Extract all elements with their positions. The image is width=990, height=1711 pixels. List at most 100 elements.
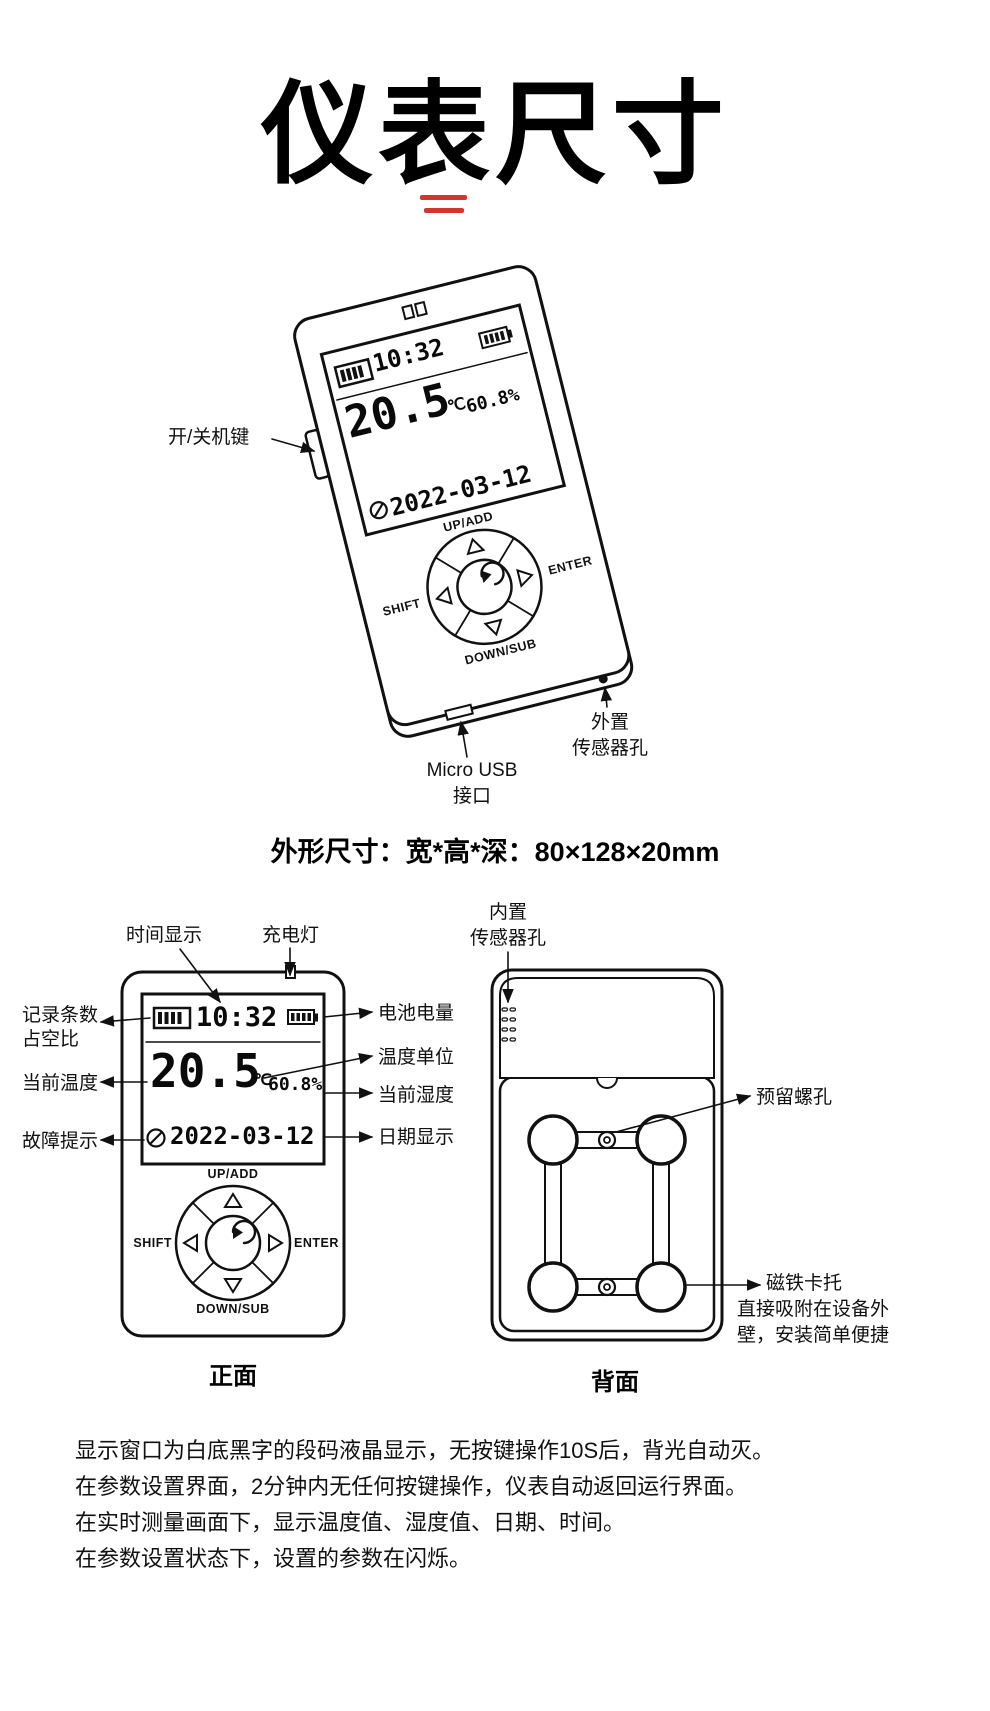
key-enter-label: ENTER bbox=[294, 1236, 339, 1250]
left-triangle-icon bbox=[182, 1233, 198, 1253]
key-up-label: UP/ADD bbox=[207, 1167, 259, 1181]
rotate-arrow-icon bbox=[231, 1219, 257, 1245]
arrow-power bbox=[271, 438, 316, 453]
nav-pad-center bbox=[456, 558, 513, 616]
lcd-humidity: 60.8% bbox=[463, 384, 522, 418]
magnet-note-line1: 直接吸附在设备外 bbox=[737, 1299, 890, 1320]
arrow-screw-holes bbox=[615, 1093, 752, 1133]
int-sensor-label-line1: 内置 bbox=[488, 902, 527, 923]
fault-label: 故障提示 bbox=[22, 1131, 99, 1152]
key-shift-label: SHIFT bbox=[133, 1236, 172, 1250]
arrow-record-count bbox=[99, 1015, 151, 1027]
top-window-icon bbox=[413, 300, 428, 318]
magnet-note-line2: 壁，安装简单便捷 bbox=[737, 1325, 890, 1346]
int-sensor-label-line2: 传感器孔 bbox=[469, 928, 546, 949]
magnet-label: 磁铁卡托 bbox=[766, 1273, 843, 1294]
title-accent-bar bbox=[420, 195, 467, 200]
lcd-screen bbox=[319, 303, 567, 537]
arrow-time-display bbox=[179, 948, 221, 1004]
magnet-holder bbox=[635, 1261, 687, 1313]
back-cover bbox=[499, 977, 715, 1079]
battery-level-label: 电池电量 bbox=[378, 1003, 455, 1024]
battery-icon-fill bbox=[291, 1013, 318, 1022]
rotate-arrow-icon bbox=[480, 561, 505, 586]
humidity-label: 当前湿度 bbox=[378, 1085, 455, 1106]
device-back-view bbox=[490, 968, 724, 1342]
dimension-note: 外形尺寸：宽*高*深：80×128×20mm bbox=[270, 837, 720, 867]
usb-label-line1: Micro USB bbox=[426, 760, 518, 781]
internal-sensor-vents bbox=[501, 1007, 517, 1042]
ext-sensor-hole bbox=[598, 674, 608, 684]
date-display-label: 日期显示 bbox=[378, 1127, 455, 1148]
lcd-temperature: 20.5 bbox=[339, 373, 455, 449]
lcd-temperature: 20.5 bbox=[150, 1044, 261, 1098]
up-triangle-icon bbox=[223, 1192, 243, 1208]
down-triangle-icon bbox=[223, 1278, 243, 1294]
lcd-divider bbox=[336, 351, 528, 401]
fault-icon bbox=[369, 501, 388, 520]
screw-hole bbox=[597, 1130, 617, 1150]
nav-pad bbox=[426, 528, 543, 646]
battery-icon-fill bbox=[483, 329, 513, 345]
record-bars-fill bbox=[158, 1012, 182, 1024]
notes-block: 显示窗口为白底黑字的段码液晶显示，无按键操作10S后，背光自动灭。 在参数设置界… bbox=[75, 1433, 774, 1577]
nav-pad-ring bbox=[174, 1184, 292, 1302]
current-temp-label: 当前温度 bbox=[22, 1073, 99, 1094]
lcd-screen bbox=[140, 992, 326, 1166]
nav-pad-center bbox=[204, 1214, 262, 1272]
key-down-label: DOWN/SUB bbox=[196, 1302, 270, 1316]
back-caption: 背面 bbox=[591, 1369, 639, 1396]
note-line: 在实时测量画面下，显示温度值、湿度值、日期、时间。 bbox=[75, 1510, 626, 1535]
record-count-label-line2: 占空比 bbox=[22, 1029, 80, 1050]
cover-notch bbox=[596, 1077, 618, 1089]
device-front-view bbox=[120, 965, 346, 1338]
key-down-label: DOWN/SUB bbox=[463, 636, 539, 668]
lcd-humidity: 60.8% bbox=[268, 1074, 323, 1095]
up-triangle-icon bbox=[466, 537, 486, 556]
lcd-time: 10:32 bbox=[369, 333, 447, 378]
page-title: 仪表尺寸 bbox=[261, 72, 729, 197]
charge-light-label: 充电灯 bbox=[262, 925, 320, 946]
temp-unit-label: 温度单位 bbox=[378, 1047, 455, 1068]
lcd-date: 2022-03-12 bbox=[170, 1122, 315, 1150]
callout-arrows bbox=[99, 438, 762, 1291]
magnet-holder bbox=[527, 1114, 579, 1166]
right-triangle-icon bbox=[516, 568, 534, 588]
title-accent-bar bbox=[424, 208, 464, 213]
ext-sensor-label: 外置 传感器孔 bbox=[560, 710, 660, 762]
record-count-label-line1: 记录条数 bbox=[22, 1005, 99, 1026]
key-enter-label: ENTER bbox=[546, 553, 594, 578]
device-perspective bbox=[293, 265, 634, 738]
ext-sensor-label-line2: 传感器孔 bbox=[571, 738, 648, 759]
lcd-temp-unit: ℃ bbox=[254, 1070, 272, 1089]
magnet-holder bbox=[527, 1261, 579, 1313]
lcd-date: 2022-03-12 bbox=[387, 459, 535, 522]
screw-hole bbox=[597, 1277, 617, 1297]
arrow-usb bbox=[457, 720, 469, 758]
record-bars-icon bbox=[333, 357, 375, 389]
usb-label-line2: 接口 bbox=[452, 786, 491, 807]
down-triangle-icon bbox=[483, 618, 503, 637]
usb-port bbox=[444, 703, 474, 721]
note-line: 在参数设置状态下，设置的参数在闪烁。 bbox=[75, 1546, 472, 1571]
usb-label: Micro USB 接口 bbox=[402, 758, 542, 810]
screw-holes-label: 预留螺孔 bbox=[756, 1087, 833, 1108]
rotate-arrow-head bbox=[480, 570, 492, 583]
top-window-icon bbox=[401, 304, 416, 321]
record-bars-fill bbox=[339, 365, 365, 383]
nav-pad-dividers bbox=[191, 1201, 275, 1285]
device-body bbox=[120, 970, 346, 1338]
rotate-arrow-head bbox=[233, 1226, 243, 1239]
ext-sensor-label-line1: 外置 bbox=[590, 712, 629, 733]
front-caption: 正面 bbox=[209, 1363, 257, 1390]
nav-pad-ring bbox=[426, 528, 543, 646]
arrow-battery-level bbox=[323, 1007, 374, 1020]
device-front-face bbox=[293, 265, 631, 727]
nav-pad bbox=[174, 1184, 292, 1302]
lcd-time: 10:32 bbox=[196, 1002, 278, 1033]
key-up-label: UP/ADD bbox=[441, 508, 495, 535]
power-button-label: 开/关机键 bbox=[168, 427, 250, 448]
fault-icon bbox=[146, 1128, 166, 1148]
